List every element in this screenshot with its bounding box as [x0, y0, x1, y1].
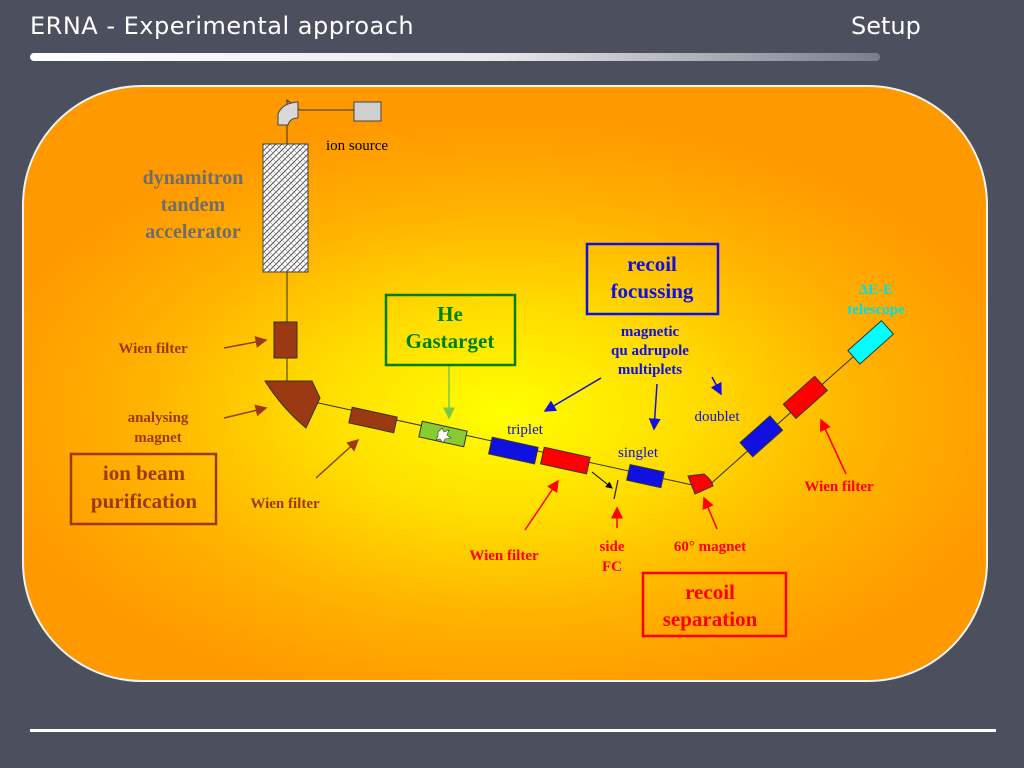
- telescope-label-line-1: ΔE-E: [859, 282, 893, 298]
- arrow-wien-filter-2: [315, 438, 360, 479]
- side-fc-label-line-2: FC: [602, 559, 622, 575]
- wien-filter-label-3: Wien filter: [469, 548, 539, 564]
- analysing-magnet: [264, 380, 321, 429]
- analysing-magnet-label-line-2: magnet: [134, 430, 182, 446]
- he-gastarget-box: [384, 293, 517, 367]
- arrow-singlet: [648, 383, 661, 431]
- he-gastarget-line-1: He: [437, 302, 463, 326]
- side-fc-arrow: [591, 471, 613, 489]
- side-fc-marker: [613, 479, 619, 500]
- quadrupole-multiplets-line-3: multiplets: [618, 362, 682, 378]
- slide-title: ERNA - Experimental approach: [30, 12, 415, 40]
- ion-beam-purification-line-1: ion beam: [103, 461, 186, 485]
- ion-source-bend: [277, 101, 299, 126]
- beam-line: [286, 98, 873, 489]
- recoil-focussing-line-2: focussing: [611, 279, 694, 303]
- accelerator-column: [262, 143, 309, 273]
- quadrupole-multiplets-line-1: magnetic: [621, 324, 680, 340]
- triplet-quad-1: [488, 436, 539, 465]
- he-gastarget-line-2: Gastarget: [406, 329, 495, 353]
- arrow-wien-filter-1: [223, 336, 268, 349]
- triplet-quad-2: [540, 446, 591, 475]
- title-underline: [30, 53, 880, 61]
- arrow-wien-filter-3: [524, 479, 559, 531]
- doublet-quad-1: [739, 415, 784, 458]
- recoil-separation-line-2: separation: [663, 607, 758, 631]
- wien-filter-2: [348, 406, 398, 434]
- gas-target-spot: [435, 427, 452, 444]
- wien-filter-label-1: Wien filter: [118, 341, 188, 357]
- accelerator-label-line-3: accelerator: [145, 221, 241, 243]
- ion-beam-purification-box: [69, 452, 218, 526]
- accelerator-label: dynamitron tandem accelerator: [143, 167, 244, 243]
- wien-filter-4: [782, 375, 829, 420]
- arrow-analysing-magnet: [223, 404, 268, 419]
- arrow-doublet: [710, 376, 722, 396]
- accelerator-label-line-1: dynamitron: [143, 167, 244, 189]
- wien-filter-label-2: Wien filter: [250, 496, 320, 512]
- triplet-label: triplet: [507, 422, 544, 438]
- singlet-label: singlet: [618, 445, 659, 461]
- analysing-magnet-label-line-1: analysing: [128, 410, 189, 426]
- footer-rule: [30, 729, 996, 732]
- side-fc-label-line-1: side: [599, 539, 624, 555]
- ion-beam-purification-line-2: purification: [91, 489, 197, 513]
- ion-source-label: ion source: [326, 138, 388, 154]
- magnet-60-label: 60° magnet: [674, 539, 746, 555]
- arrow-triplet: [543, 377, 602, 412]
- diagram-panel: [22, 85, 988, 682]
- doublet-label: doublet: [695, 409, 741, 425]
- recoil-focussing-line-1: recoil: [627, 252, 677, 276]
- wien-filter-1: [273, 321, 298, 359]
- accelerator-label-line-2: tandem: [161, 194, 226, 216]
- telescope-label-line-2: telescope: [847, 302, 905, 318]
- slide-section-label: Setup: [851, 12, 921, 40]
- delta-e-e-telescope: [847, 319, 895, 365]
- arrow-magnet-60: [702, 496, 718, 530]
- magnet-60: [687, 473, 714, 495]
- singlet-quad: [626, 463, 665, 489]
- quadrupole-multiplets-line-2: qu adrupole: [611, 343, 689, 359]
- ion-source-box: [353, 101, 382, 122]
- recoil-separation-line-1: recoil: [685, 580, 735, 604]
- recoil-separation-box: [641, 571, 788, 638]
- recoil-focussing-box: [585, 242, 720, 316]
- wien-filter-label-4: Wien filter: [804, 479, 874, 495]
- arrow-wien-filter-4: [819, 418, 847, 475]
